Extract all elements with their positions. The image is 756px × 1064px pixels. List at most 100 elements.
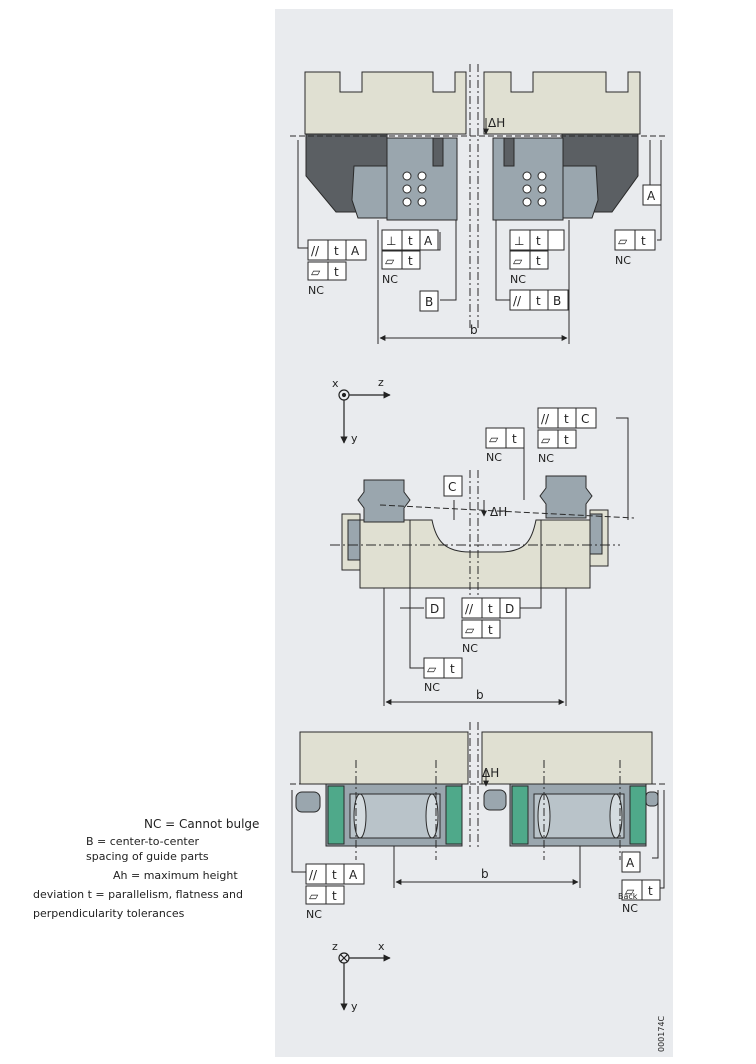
middle-view — [330, 417, 635, 706]
top-datum-a-right: A — [647, 189, 656, 203]
frame1-flatness: ▱ — [311, 265, 321, 279]
frame5-nc: NC — [615, 254, 631, 267]
bottom-plate-right — [481, 731, 653, 785]
top-frame-center-left — [381, 229, 439, 270]
top-datum-b: B — [425, 295, 433, 309]
mframe1-t: t — [512, 432, 517, 446]
bottom-dim-b: b — [481, 867, 489, 881]
mframe2-datum: C — [581, 412, 589, 426]
legend-b-line2: spacing of guide parts — [86, 850, 209, 863]
frame2-t: t — [408, 234, 413, 248]
top-left-block — [351, 165, 388, 219]
middle-frame-flatness-top — [485, 427, 525, 449]
mframe3-parallel: // — [465, 602, 474, 616]
top-delta-h: ΔH — [488, 116, 505, 130]
middle-body — [359, 519, 591, 589]
mframe3-datum: D — [505, 602, 514, 616]
mframe4-t: t — [450, 662, 455, 676]
middle-delta-h: ΔH — [490, 505, 507, 519]
middle-right-carriage — [539, 475, 593, 519]
legend-nc: NC = Cannot bulge — [144, 817, 260, 831]
frame5-t: t — [641, 234, 646, 248]
mframe2-t2: t — [564, 433, 569, 447]
mframe4-flatness: ▱ — [427, 662, 437, 676]
mframe3-flatness: ▱ — [465, 623, 475, 637]
frame5-flatness: ▱ — [618, 234, 628, 248]
legend-b-line1: B = center-to-center — [86, 835, 200, 848]
axes-top-z: z — [378, 376, 384, 389]
axes-top — [338, 389, 391, 444]
frame2-t2: t — [408, 254, 413, 268]
top-frame-left — [307, 239, 367, 281]
frame3-nc: NC — [510, 273, 526, 286]
bframe2-back: Back — [618, 892, 638, 901]
mframe3-t: t — [488, 602, 493, 616]
frame1-parallel: // — [311, 244, 320, 258]
bframe1-t: t — [332, 868, 337, 882]
top-frame-center-right — [509, 229, 565, 270]
top-view — [290, 64, 668, 344]
top-profile-body-right — [483, 71, 641, 135]
bframe2-flatness: ▱ — [625, 884, 635, 898]
mframe1-flatness: ▱ — [489, 432, 499, 446]
frame1-t2: t — [334, 265, 339, 279]
axes-bottom-x: x — [378, 940, 385, 953]
middle-datum-c-box — [443, 475, 463, 497]
top-datum-b-box — [419, 290, 439, 312]
mframe3-nc: NC — [462, 642, 478, 655]
frame3-t: t — [536, 234, 541, 248]
mframe2-nc: NC — [538, 452, 554, 465]
frame4-t: t — [536, 294, 541, 308]
bottom-frame-left — [305, 863, 365, 905]
top-profile-body — [304, 71, 467, 135]
frame1-nc: NC — [308, 284, 324, 297]
bottom-delta-h: ΔH — [482, 766, 499, 780]
legend-ah-line2: deviation t = parallelism, flatness and — [33, 888, 243, 901]
mframe3-t2: t — [488, 623, 493, 637]
axes-top-y: y — [351, 432, 358, 445]
legend-ah-line3: perpendicularity tolerances — [33, 907, 185, 920]
drawing-code: 000174C — [657, 1015, 666, 1052]
bframe1-flatness: ▱ — [309, 889, 319, 903]
frame4-parallel: // — [513, 294, 522, 308]
top-dim-b: b — [470, 323, 478, 337]
bottom-plate-left — [299, 731, 469, 785]
bottom-view — [290, 722, 668, 889]
middle-datum-d-box — [425, 597, 445, 619]
top-frame-right — [614, 229, 656, 251]
middle-frame-parallel-d — [461, 597, 521, 639]
top-right-block — [561, 165, 599, 219]
frame3-t2: t — [536, 254, 541, 268]
middle-frame-flatness-bottom — [423, 657, 463, 679]
frame4-datum: B — [553, 294, 561, 308]
middle-dim-b: b — [476, 688, 484, 702]
bottom-datum-a-box — [621, 851, 641, 873]
middle-frame-parallel-c — [537, 407, 597, 449]
middle-datum-c: C — [448, 480, 456, 494]
frame2-flatness: ▱ — [385, 254, 395, 268]
bframe2-t: t — [648, 884, 653, 898]
axes-top-x: x — [332, 377, 339, 390]
legend-ah-line1: Ah = maximum height — [113, 869, 238, 882]
bframe1-datum: A — [349, 868, 358, 882]
bframe2-nc: NC — [622, 902, 638, 915]
mframe2-t: t — [564, 412, 569, 426]
bframe1-parallel: // — [309, 868, 318, 882]
mframe1-nc: NC — [486, 451, 502, 464]
frame2-perpendicular: ⊥ — [386, 234, 396, 248]
frame1-datum: A — [351, 244, 360, 258]
middle-datum-d: D — [430, 602, 439, 616]
axes-bottom — [338, 952, 391, 1011]
mframe2-flatness: ▱ — [541, 433, 551, 447]
bottom-datum-a: A — [626, 856, 635, 870]
top-frame-parallel-b — [509, 289, 569, 311]
mframe4-nc: NC — [424, 681, 440, 694]
frame2-datum: A — [424, 234, 433, 248]
middle-left-carriage — [357, 479, 411, 523]
axes-bottom-y: y — [351, 1000, 358, 1013]
bframe1-t2: t — [332, 889, 337, 903]
frame2-nc: NC — [382, 273, 398, 286]
bframe1-nc: NC — [306, 908, 322, 921]
frame1-t: t — [334, 244, 339, 258]
